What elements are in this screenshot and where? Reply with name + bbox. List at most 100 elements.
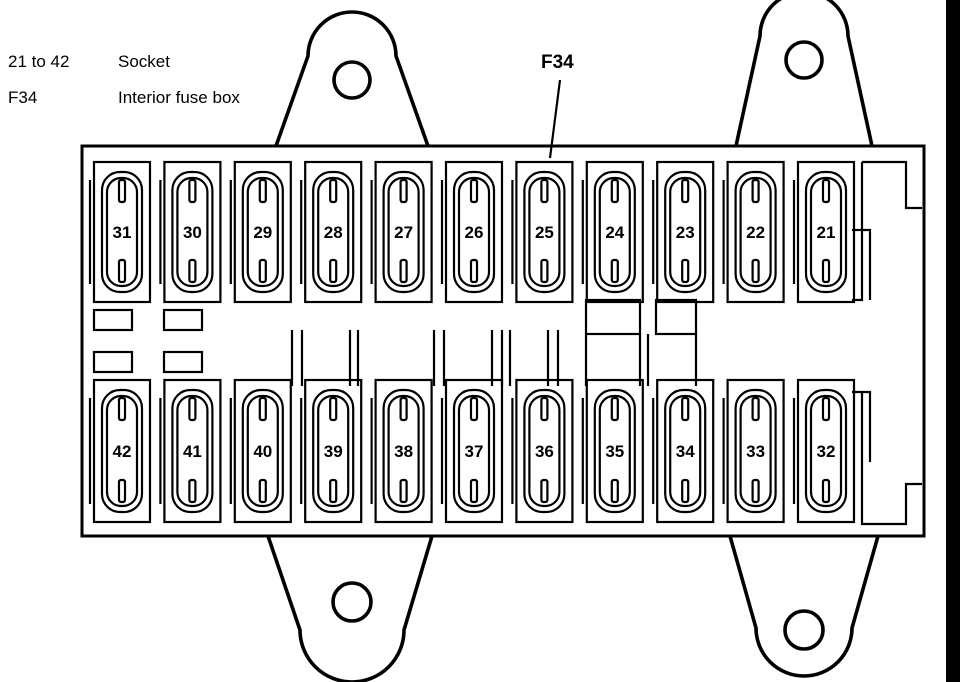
fuse-terminal-lower [540,478,549,504]
middle-strip [92,298,698,386]
fuse-terminal-upper [469,396,479,422]
fuse-terminal-upper [329,396,338,422]
fuse-body [312,388,355,514]
fuse-socket [726,160,785,304]
fuse-30: 30 [159,160,222,304]
fuse-39: 39 [300,378,363,524]
fuse-body [523,388,566,514]
fuse-number-label: 36 [535,442,554,461]
legend-key-2: F34 [8,88,37,107]
fuse-terminal-lower [469,478,479,504]
fuse-terminal-upper [399,178,408,204]
fuse-terminal-lower [329,478,338,504]
fuse-terminal-lower [610,478,619,504]
fuse-terminal-lower [751,478,760,504]
fuse-terminal-upper [258,178,267,204]
fuse-40: 40 [229,378,292,524]
fuse-number-label: 27 [394,223,413,242]
right-connector [852,160,922,526]
fuse-28: 28 [300,160,363,304]
fuse-body [382,388,425,514]
fuse-33: 33 [722,378,785,524]
fuse-terminal-lower [821,258,831,284]
mount-ear-bottom-right [728,535,880,678]
mount-hole-top-right [784,40,824,80]
fuse-24: 24 [581,160,644,304]
fuse-35: 35 [581,378,644,524]
fuse-terminal-lower [681,478,690,504]
fuse-number-label: 30 [183,223,202,242]
fuse-number-label: 22 [746,223,765,242]
fuse-socket [163,160,222,304]
mount-ear-top-right [734,0,874,147]
fuse-terminal-lower [258,478,267,504]
fuse-terminal-upper [258,396,267,422]
fuse-socket [726,378,785,524]
fuse-socket [796,160,856,304]
fuse-socket [304,378,363,524]
fuse-terminal-lower [188,258,197,284]
fuse-terminal-upper [610,178,619,204]
fuse-29: 29 [229,160,292,304]
fuse-terminal-upper [610,396,619,422]
fuse-terminal-upper [751,396,760,422]
fuse-body [100,170,144,294]
fuse-terminal-lower [469,258,479,284]
fuse-number-label: 26 [465,223,484,242]
fuse-37: 37 [440,378,504,524]
fuse-terminal-lower [751,258,760,284]
fuse-36: 36 [511,378,574,524]
fuse-terminal-upper [188,396,197,422]
fuse-body [312,170,355,294]
fuse-body [171,388,214,514]
fuse-number-label: 39 [324,442,343,461]
fuse-number-label: 21 [817,223,836,242]
legend-value-1: Socket [118,52,170,71]
fuse-number-label: 23 [676,223,695,242]
fuse-terminal-upper [329,178,338,204]
legend-value-2: Interior fuse box [118,88,240,107]
fuse-terminal-upper [821,178,831,204]
fuse-number-label: 32 [817,442,836,461]
mount-hole-top-left [332,60,372,100]
fuse-socket [233,378,292,524]
fuse-number-label: 41 [183,442,202,461]
fuse-terminal-lower [329,258,338,284]
fuse-body [100,388,144,514]
fuse-socket [374,160,433,304]
fuse-socket [444,160,504,304]
fuse-number-label: 29 [253,223,272,242]
fuse-terminal-upper [540,178,549,204]
fuse-number-label: 38 [394,442,413,461]
fuse-socket [796,378,856,524]
fuse-body [593,170,636,294]
fuse-socket [585,160,644,304]
fuse-number-label: 34 [676,442,695,461]
fuse-terminal-lower [117,478,127,504]
fuse-terminal-lower [399,258,408,284]
legend: 21 to 42 Socket F34 Interior fuse box [8,52,240,107]
fuse-socket [304,160,363,304]
fuse-34: 34 [652,378,715,524]
fuse-38: 38 [370,378,433,524]
fuse-terminal-upper [751,178,760,204]
fuse-terminal-upper [540,396,549,422]
right-edge-bar [946,0,960,682]
fuse-body [734,388,777,514]
fuse-terminal-upper [681,396,690,422]
fuse-23: 23 [652,160,715,304]
legend-key-1: 21 to 42 [8,52,69,71]
fuse-body [523,170,566,294]
fuse-terminal-lower [258,258,267,284]
fuse-26: 26 [440,160,504,304]
fuse-socket [585,378,644,524]
fuse-number-label: 31 [113,223,132,242]
fuse-body [734,170,777,294]
fuse-terminal-lower [399,478,408,504]
fuse-terminal-upper [469,178,479,204]
fuse-body [241,170,284,294]
fuse-socket [92,160,152,304]
